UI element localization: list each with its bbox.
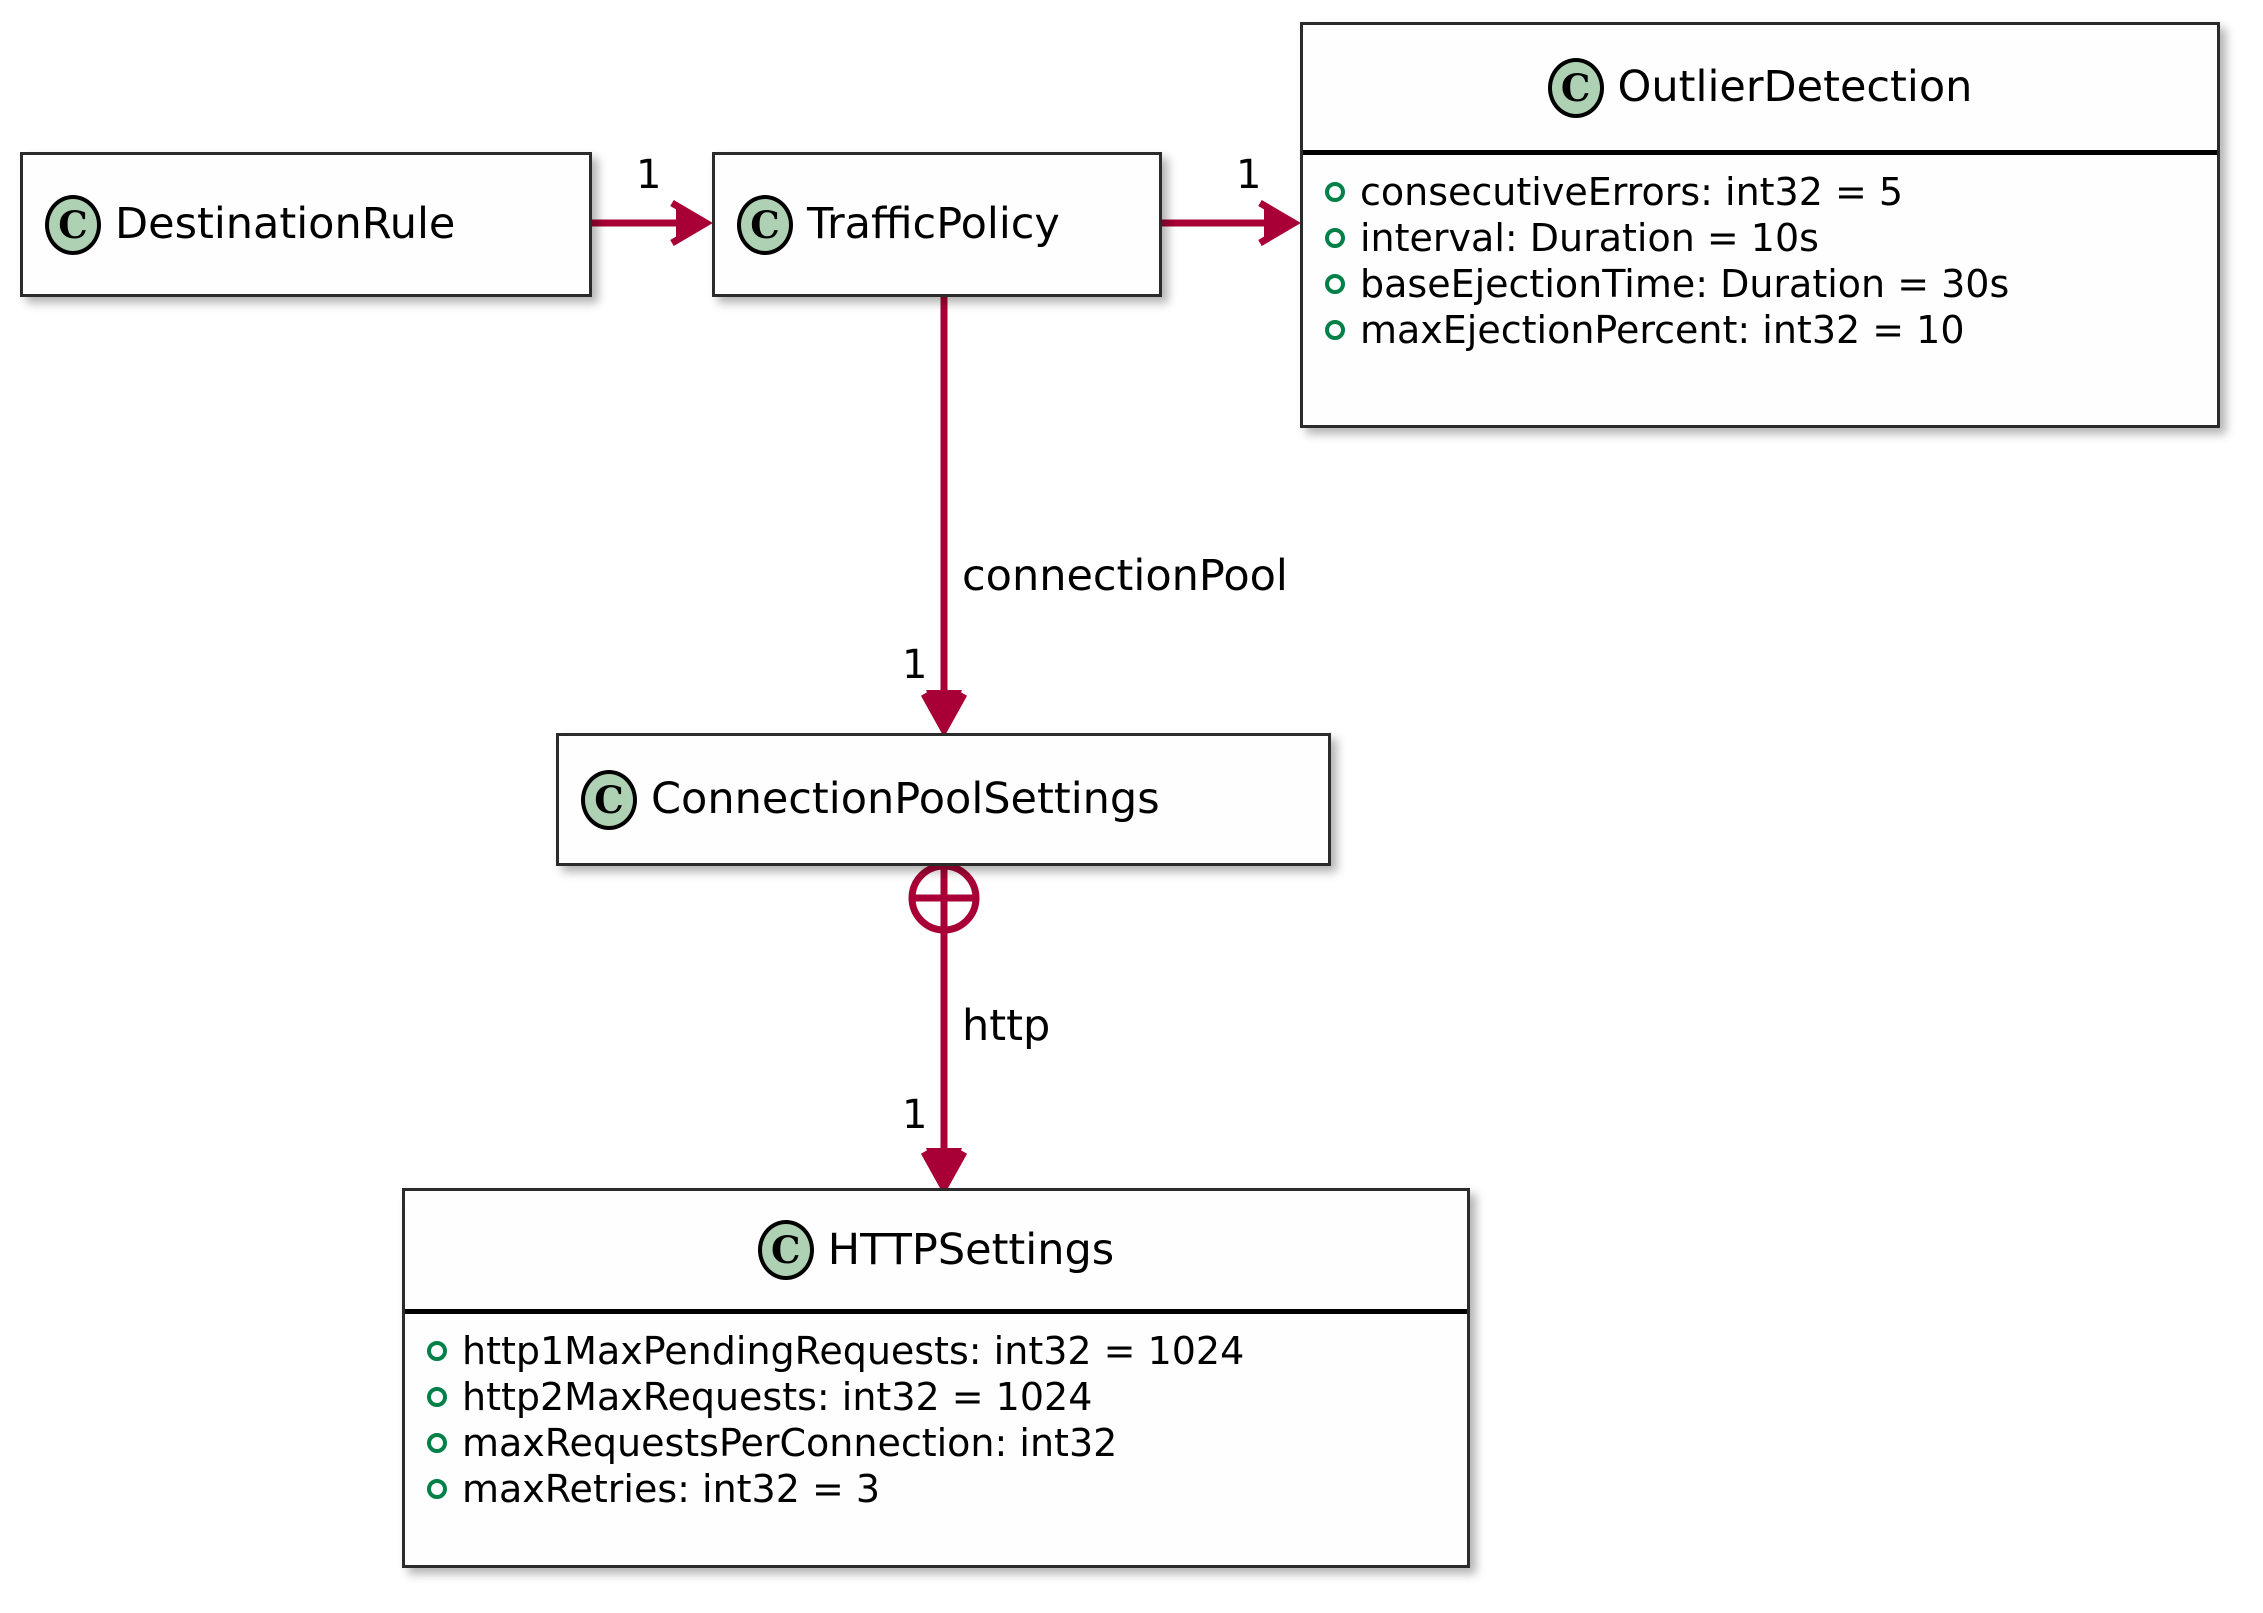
public-visibility-icon <box>1325 274 1345 294</box>
attribute-row: http1MaxPendingRequests: int32 = 1024 <box>427 1328 1467 1374</box>
public-visibility-icon <box>1325 182 1345 202</box>
attribute-text: maxRequestsPerConnection: int32 <box>462 1421 1118 1465</box>
class-section-divider <box>1303 150 2217 155</box>
attribute-list-outlierdetection: consecutiveErrors: int32 = 5 interval: D… <box>1303 155 2217 363</box>
class-box-trafficpolicy[interactable]: C TrafficPolicy <box>712 152 1162 297</box>
public-visibility-icon <box>427 1341 447 1361</box>
class-name-httpsettings: HTTPSettings <box>827 1224 1115 1275</box>
attribute-text: http2MaxRequests: int32 = 1024 <box>462 1375 1093 1419</box>
multiplicity-trafficpolicy-connectionpoolsettings: 1 <box>902 642 928 688</box>
public-visibility-icon <box>427 1387 447 1407</box>
multiplicity-trafficpolicy-outlierdetection: 1 <box>1236 152 1262 198</box>
class-header-trafficpolicy: C TrafficPolicy <box>715 155 1159 294</box>
class-stereotype-icon: C <box>45 194 101 255</box>
attribute-text: maxRetries: int32 = 3 <box>462 1467 881 1511</box>
class-header-destinationrule: C DestinationRule <box>23 155 589 294</box>
attribute-row: interval: Duration = 10s <box>1325 215 2217 261</box>
public-visibility-icon <box>1325 320 1345 340</box>
class-section-divider <box>405 1309 1467 1314</box>
public-visibility-icon <box>427 1433 447 1453</box>
edge-label-http: http <box>962 1001 1051 1051</box>
attribute-row: baseEjectionTime: Duration = 30s <box>1325 261 2217 307</box>
attribute-text: interval: Duration = 10s <box>1360 216 1819 260</box>
public-visibility-icon <box>1325 228 1345 248</box>
attribute-list-httpsettings: http1MaxPendingRequests: int32 = 1024 ht… <box>405 1314 1467 1522</box>
class-box-httpsettings[interactable]: C HTTPSettings http1MaxPendingRequests: … <box>402 1188 1470 1568</box>
attribute-text: http1MaxPendingRequests: int32 = 1024 <box>462 1329 1245 1373</box>
class-stereotype-icon: C <box>737 194 793 255</box>
edge-destinationrule-trafficpolicy <box>592 199 713 247</box>
multiplicity-connectionpoolsettings-httpsettings: 1 <box>902 1092 928 1138</box>
attribute-row: maxEjectionPercent: int32 = 10 <box>1325 307 2217 353</box>
class-box-connectionpoolsettings[interactable]: C ConnectionPoolSettings <box>556 733 1331 866</box>
class-box-destinationrule[interactable]: C DestinationRule <box>20 152 592 297</box>
edge-trafficpolicy-outlierdetection <box>1162 199 1301 247</box>
class-name-destinationrule: DestinationRule <box>115 199 456 249</box>
class-header-httpsettings: C HTTPSettings <box>405 1191 1467 1309</box>
class-stereotype-icon: C <box>757 1220 814 1280</box>
class-header-outlierdetection: C OutlierDetection <box>1303 25 2217 150</box>
attribute-row: http2MaxRequests: int32 = 1024 <box>427 1374 1467 1420</box>
edge-trafficpolicy-connectionpoolsettings <box>920 297 968 738</box>
class-box-outlierdetection[interactable]: C OutlierDetection consecutiveErrors: in… <box>1300 22 2220 428</box>
class-name-outlierdetection: OutlierDetection <box>1617 62 1973 112</box>
attribute-text: maxEjectionPercent: int32 = 10 <box>1360 308 1965 352</box>
class-stereotype-icon: C <box>1547 57 1604 118</box>
attribute-row: maxRequestsPerConnection: int32 <box>427 1420 1467 1466</box>
attribute-text: baseEjectionTime: Duration = 30s <box>1360 262 2010 306</box>
class-header-connectionpoolsettings: C ConnectionPoolSettings <box>559 736 1328 863</box>
attribute-row: maxRetries: int32 = 3 <box>427 1466 1467 1512</box>
multiplicity-destinationrule-trafficpolicy: 1 <box>636 152 662 198</box>
attribute-text: consecutiveErrors: int32 = 5 <box>1360 170 1904 214</box>
class-name-trafficpolicy: TrafficPolicy <box>807 199 1060 249</box>
class-name-connectionpoolsettings: ConnectionPoolSettings <box>651 774 1160 824</box>
public-visibility-icon <box>427 1479 447 1499</box>
attribute-row: consecutiveErrors: int32 = 5 <box>1325 169 2217 215</box>
edge-label-connectionpool: connectionPool <box>962 551 1288 601</box>
class-stereotype-icon: C <box>581 769 637 830</box>
